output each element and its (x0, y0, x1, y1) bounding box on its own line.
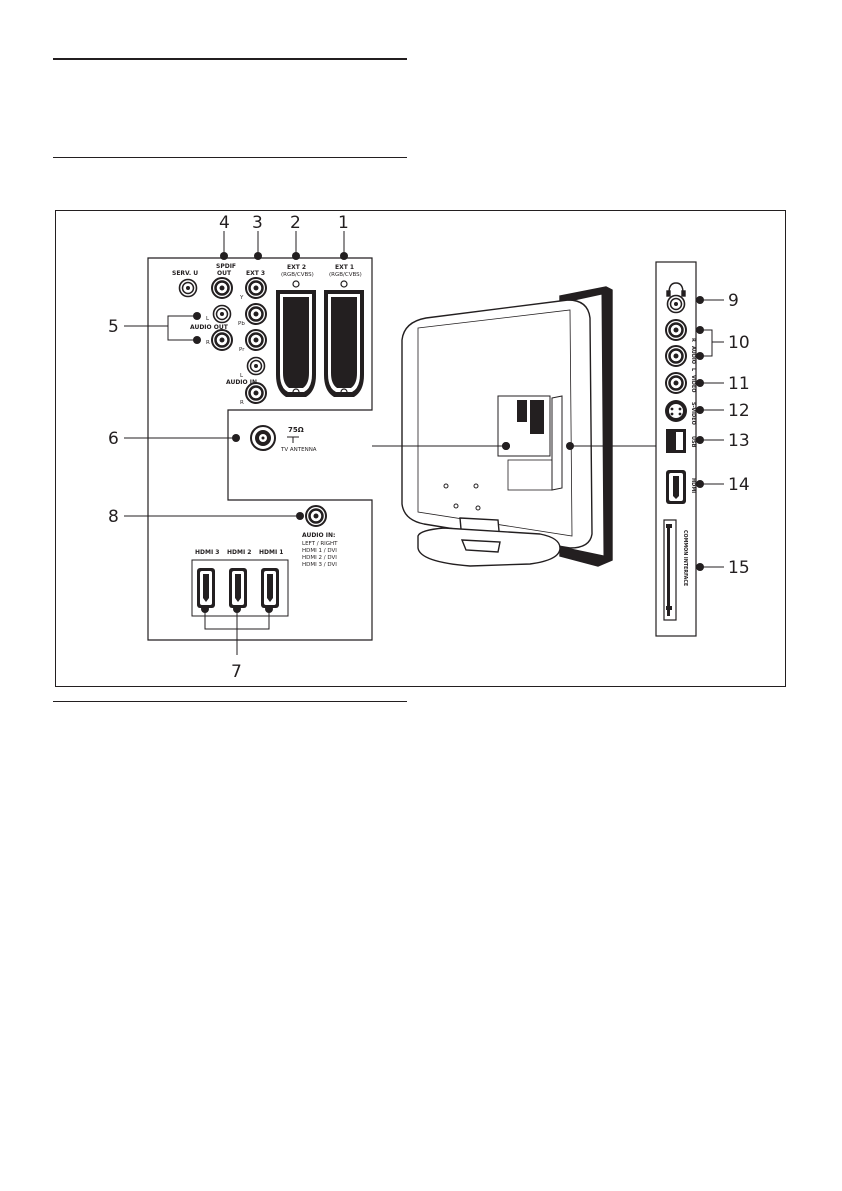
tv-antenna-label: TV ANTENNA (280, 447, 317, 453)
callout-7: 7 (231, 662, 242, 682)
audio-in-hdmi-line3: HDMI 2 / DVI (302, 555, 337, 561)
ext3-pr-port (244, 328, 268, 352)
hdmi3-port (197, 568, 215, 608)
audio-in-hdmi-port (304, 504, 328, 528)
ext3-label: EXT 3 (246, 270, 265, 277)
pb-label: Pb (238, 321, 245, 327)
usb-port (666, 429, 686, 453)
audio-in-hdmi-line2: HDMI 1 / DVI (302, 548, 337, 554)
tv-back-dot (502, 442, 510, 450)
callout-9: 9 (728, 291, 739, 311)
ext1-scart-socket (324, 280, 364, 397)
callout-dots-side (696, 296, 704, 571)
side-video-port (664, 371, 688, 395)
tv-antenna-port (250, 425, 276, 451)
hdmi2-port (229, 568, 247, 608)
callout-2: 2 (290, 213, 301, 233)
figure-frame (55, 210, 786, 687)
hdmi1-port (261, 568, 279, 608)
rear-panel-outline (147, 257, 373, 641)
side-audio-r-port (664, 318, 688, 342)
top-rule (53, 58, 407, 60)
hdmi-port-group (191, 559, 289, 617)
ext3-y-port (244, 276, 268, 300)
ext3-audio-r-port (244, 381, 268, 405)
audio-in-label: AUDIO IN (226, 379, 257, 386)
audio-out-l-label: L (206, 316, 210, 322)
audio-out-label: AUDIO OUT (190, 324, 229, 331)
audio-in-hdmi-line1: LEFT / RIGHT (302, 541, 338, 547)
ext2-sub-label: (RGB/CVBS) (281, 272, 314, 278)
ext3-audio-l-port (246, 356, 266, 376)
section-rule (53, 157, 407, 158)
antenna-symbol (287, 436, 299, 443)
callout-8: 8 (108, 507, 119, 527)
callout-10: 10 (728, 333, 750, 353)
side-callout-lines (700, 299, 724, 568)
ext1-label: EXT 1 (335, 264, 354, 271)
audio-in-hdmi-label: AUDIO IN: (302, 532, 335, 539)
hdmi2-label: HDMI 2 (227, 549, 251, 556)
callout-11: 11 (728, 374, 750, 394)
side-audio-label: AUDIO (690, 346, 696, 364)
audio-in-l-label: L (240, 373, 244, 379)
callout-1: 1 (338, 213, 349, 233)
side-hdmi-port (666, 470, 686, 504)
ext2-label: EXT 2 (287, 264, 306, 271)
audio-out-r-port (210, 328, 234, 352)
bottom-rule (53, 701, 407, 702)
callout-3: 3 (252, 213, 263, 233)
ohm-label: 75Ω (288, 426, 304, 434)
callout-4: 4 (219, 213, 230, 233)
spdif-label: SPDIF (216, 263, 236, 270)
side-audio-l-label: L (690, 368, 696, 372)
side-audio-l-port (664, 344, 688, 368)
ci-slot (663, 519, 677, 621)
tv-illustration (401, 286, 613, 567)
pr-label: Pr (239, 347, 245, 353)
side-audio-r-label: R (690, 338, 696, 342)
callout-14: 14 (728, 475, 750, 495)
side-hdmi-label: HDMI (690, 478, 696, 493)
audio-in-hdmi-line4: HDMI 3 / DVI (302, 562, 337, 568)
callout-5: 5 (108, 317, 119, 337)
callout-12: 12 (728, 401, 750, 421)
audio-out-l-port (212, 304, 232, 324)
callout-15: 15 (728, 558, 750, 578)
headphone-icon (666, 282, 686, 297)
side-video-label: VIDEO (690, 375, 696, 393)
tv-side-dot (566, 442, 574, 450)
callout-13: 13 (728, 431, 750, 451)
spdif-out-label: OUT (217, 270, 232, 277)
ext3-pb-port (244, 302, 268, 326)
spdif-out-port (210, 276, 234, 300)
usb-label: USB (690, 436, 696, 448)
audio-in-r-label: R (240, 400, 244, 406)
hdmi1-label: HDMI 1 (259, 549, 283, 556)
svideo-label: S-VIDEO (690, 402, 696, 425)
svideo-port (665, 400, 687, 422)
audio-out-r-label: R (206, 340, 210, 346)
rear-callout-lines (124, 231, 345, 655)
ext2-scart-socket (276, 280, 316, 397)
callout-6: 6 (108, 429, 119, 449)
hdmi3-label: HDMI 3 (195, 549, 219, 556)
serv-u-port (178, 278, 198, 298)
y-label: Y (239, 295, 244, 301)
serv-u-label: SERV. U (172, 270, 198, 277)
headphone-port (666, 294, 686, 314)
ci-label: COMMON INTERFACE (682, 530, 688, 586)
ext1-sub-label: (RGB/CVBS) (329, 272, 362, 278)
